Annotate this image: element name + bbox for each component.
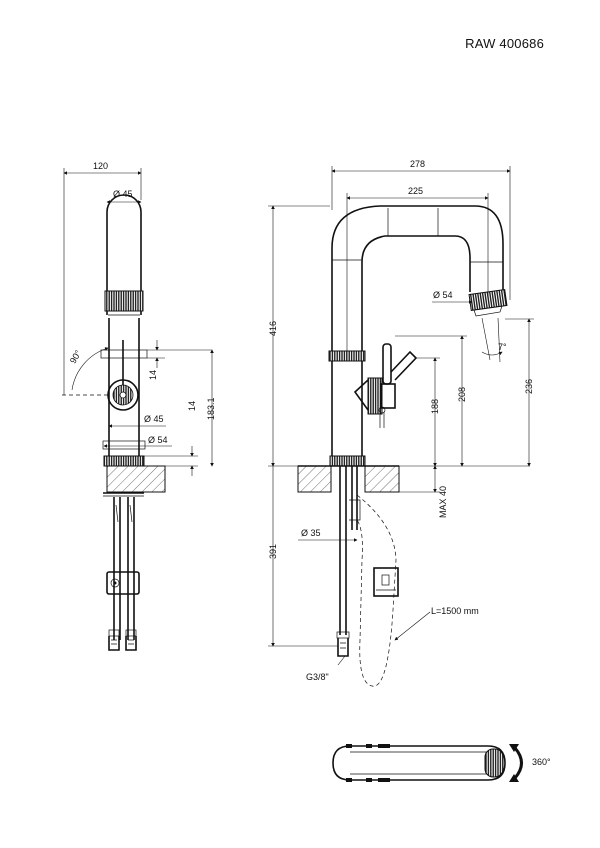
top-spout-outline <box>332 745 506 781</box>
side-view: 120 Ø 45 90° 14 183.1 Ø 45 Ø 54 14 <box>62 161 216 651</box>
front-body-column <box>331 352 363 458</box>
front-width-label: 278 <box>410 159 425 169</box>
top-aerator-knurl <box>484 748 504 778</box>
side-base-dim-label: 14 <box>187 401 197 411</box>
side-width-label: 120 <box>93 161 108 171</box>
front-view: 278 225 Ø 54 7° 416 188 208 236 <box>268 159 534 687</box>
side-aerator-knurl <box>104 290 144 312</box>
front-supply-pipe <box>339 466 347 635</box>
front-lever-height-label: 188 <box>430 399 440 414</box>
front-handle-knurl <box>367 377 383 415</box>
front-tilt-label: 7° <box>498 342 507 352</box>
model-code: RAW 400686 <box>465 36 544 51</box>
front-deck-left <box>297 465 332 493</box>
front-handle-height-label: 208 <box>457 387 467 402</box>
front-aerator-dia-label: Ø 54 <box>433 290 453 300</box>
side-body-dia-label: Ø 45 <box>144 414 164 424</box>
side-height-label: 183.1 <box>206 397 216 420</box>
side-base-dia-label: Ø 54 <box>148 435 168 445</box>
front-spout-outer <box>331 205 504 352</box>
side-angle-label: 90° <box>68 348 84 365</box>
front-hose-dia-label: Ø 35 <box>301 528 321 538</box>
front-spout-inner <box>361 235 471 352</box>
top-rotation-label: 360° <box>532 757 551 767</box>
front-hose-length-label: L=1500 mm <box>431 606 479 616</box>
front-hose-loop <box>356 494 397 687</box>
side-deck-section <box>106 465 166 493</box>
rotation-arrow-icon <box>513 747 523 779</box>
front-deck-max-label: MAX 40 <box>438 486 448 518</box>
side-hose-block <box>106 571 140 595</box>
front-connection-label: G3/8" <box>306 672 329 682</box>
front-below-deck-label: 391 <box>268 544 278 559</box>
side-spout-dia-label: Ø 45 <box>113 189 133 199</box>
front-deck-right <box>364 465 400 493</box>
side-supply-pipes <box>113 497 135 640</box>
front-hose-weight <box>373 567 399 597</box>
side-spout-outline <box>106 194 142 315</box>
side-lever-dim-label: 14 <box>148 370 158 380</box>
top-view: 360° <box>332 744 551 782</box>
side-base-knurl <box>103 455 145 467</box>
front-lever <box>382 343 392 385</box>
front-reach-label: 225 <box>408 186 423 196</box>
front-height-label: 416 <box>268 321 278 336</box>
front-spout-height-label: 236 <box>524 379 534 394</box>
